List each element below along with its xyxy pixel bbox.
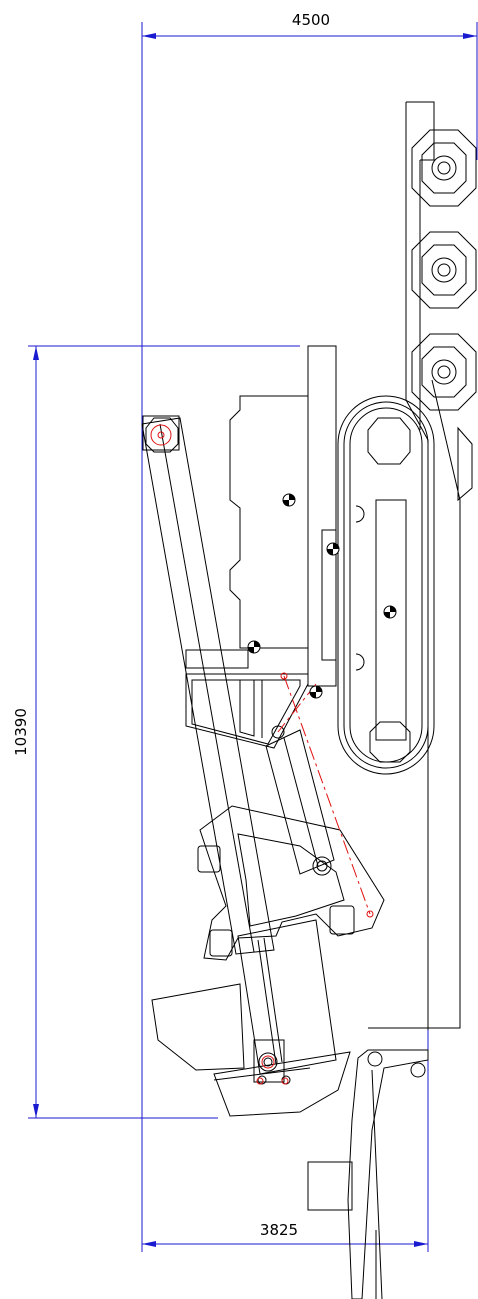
boom-center-line [159,423,255,953]
bottom-carriage [151,919,351,1117]
octagon-wheel-icon [411,333,477,411]
boom-outer [141,417,275,955]
crawler-track [337,395,435,775]
pin-joint-icon [366,910,374,918]
track-inner [349,407,423,763]
octagon-wheel-icon [369,721,411,763]
hidden-pin-center [157,431,165,439]
cog-markers [247,493,397,699]
hidden-pin [261,1055,275,1069]
frame-right-rail [368,500,461,1029]
track-roller [355,505,365,523]
base-box [307,1161,353,1211]
hopper [151,983,245,1071]
pin-joint-icon [367,1051,383,1067]
hidden-pin [256,1077,264,1085]
frame-top [406,101,435,161]
pin-joint-inner [316,860,328,872]
lower-housing [197,805,385,961]
arrowhead-icon [142,1241,156,1247]
octagon-wheel-icon [421,142,467,194]
cog-marker-icon [326,542,340,556]
top-wheel-3 [411,333,477,411]
arrowhead-icon [463,33,477,39]
arrowhead-icon [414,1241,428,1247]
track-outer [337,395,435,775]
octagon-wheel-icon [411,129,477,207]
cog-marker-icon [309,685,323,699]
mast-body [229,345,337,687]
pin-joint-inner [263,1057,273,1067]
housing-pad [209,929,233,957]
frame-diagonal [405,399,429,441]
hidden-pin [281,1077,289,1085]
arm-linkage [185,649,335,875]
hidden-pin [150,424,172,446]
boom [141,415,275,955]
frame-taper [431,379,461,501]
carriage-block [253,1039,285,1083]
cog-marker-icon [247,640,261,654]
base-leg-inner [371,1069,383,1299]
octagon-wheel-icon [367,417,411,465]
octagon-wheel-icon [421,346,467,398]
bucket [213,1051,351,1117]
frame-bracket [457,426,473,502]
bottom-width-dimension: 3825 [260,1221,298,1239]
cog-marker-icon [282,493,296,507]
housing-body [199,805,385,961]
carriage-line [263,937,283,1063]
bucket-edge [213,1067,311,1081]
arm-housing-inner [191,679,301,745]
housing-pad [197,845,221,873]
pin-joint-icon [410,1062,426,1078]
hidden-lines [150,424,374,1085]
housing-pad [329,905,355,935]
height-dimension: 10390 [12,708,30,756]
main-frame [368,101,473,1030]
arm-bracket [239,679,255,737]
pin-joint-icon [258,1052,278,1072]
top-wheel-1 [411,129,477,207]
wheel-hub-inner [437,365,451,379]
arrowhead-icon [33,346,39,360]
cylinder-rod [283,737,319,867]
track-frame [375,499,407,741]
pin-joint-icon [312,856,332,876]
cylinder-link [265,729,335,875]
pin-joint-icon [257,1075,267,1085]
boom-head-octagon [145,417,179,453]
octagon-wheel-icon [411,231,477,309]
dimension-lines: 4500 10390 3825 [12,11,478,1252]
linkage-plate [185,649,249,669]
body-slot [321,529,337,661]
hidden-centerline [283,675,371,915]
cog-marker-icon [383,605,397,619]
wheel-hub [431,359,457,385]
base-post [307,1049,429,1299]
wheel-hub [431,155,457,181]
body-housing [229,395,309,649]
base-leg [347,1049,429,1299]
track-roller [355,653,365,671]
top-wheel-2 [411,231,477,309]
arrowhead-icon [33,1104,39,1118]
boom-head-block [142,415,180,451]
wheel-hub [431,257,457,283]
pin-joint-icon [271,725,285,739]
arrowhead-icon [142,33,156,39]
housing-cutout [237,833,345,927]
arm-housing [185,673,309,749]
carriage-column [237,919,337,1075]
pin-joint-icon [280,672,288,680]
wheel-hub-inner [437,263,451,277]
wheel-hub-inner [437,161,451,175]
octagon-wheel-icon [421,244,467,296]
carriage-line [257,939,277,1065]
track-middle [343,401,429,769]
top-width-dimension: 4500 [292,11,330,29]
